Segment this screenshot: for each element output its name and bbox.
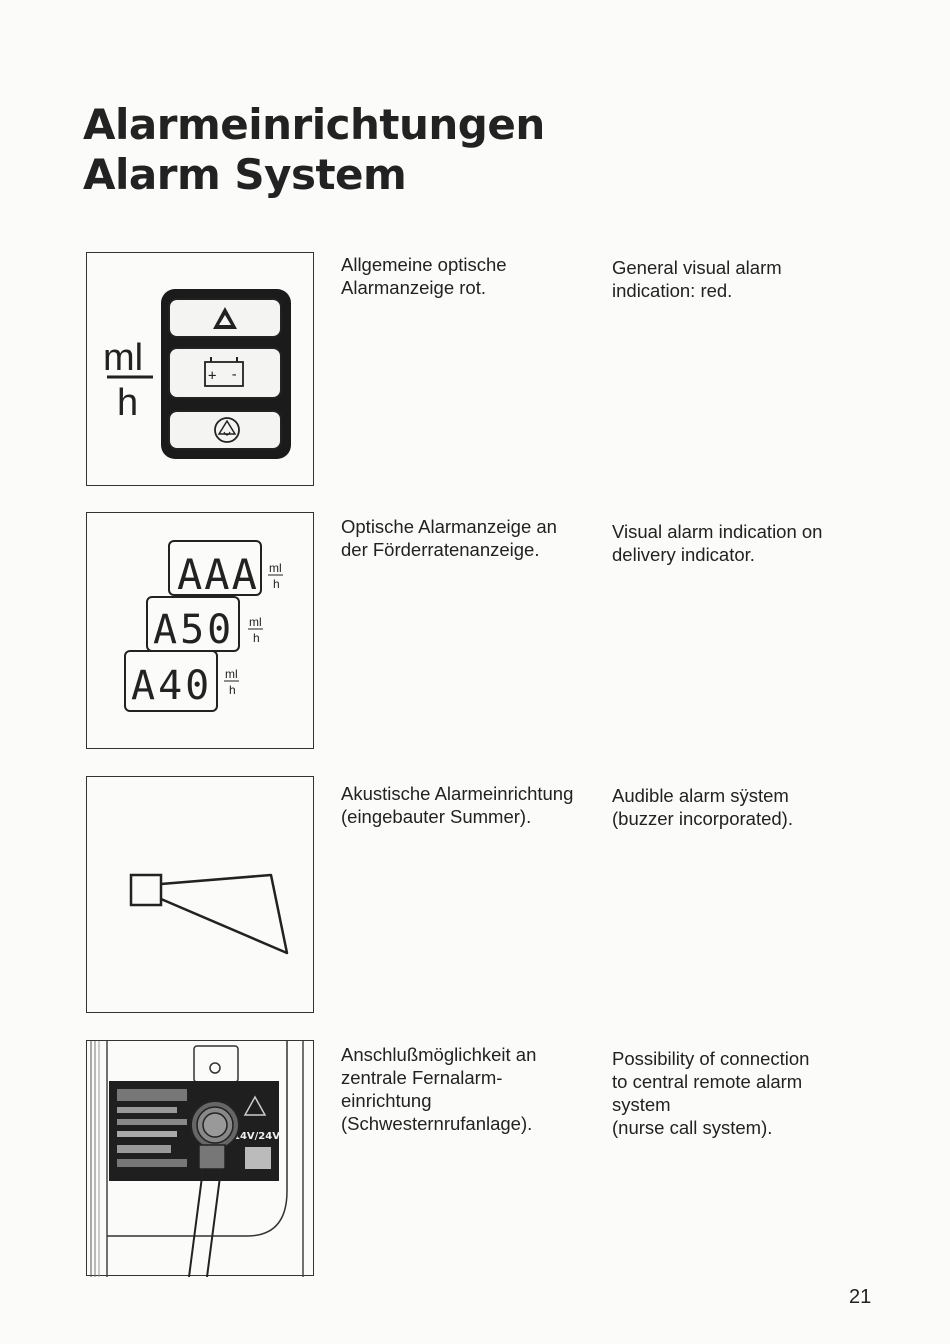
title-german: Alarmeinrichtungen <box>83 100 545 149</box>
figure-delivery-rate-displays: AAA ml h A50 ml h A40 ml h <box>86 512 314 749</box>
lcd-unit-ml: ml <box>249 615 262 629</box>
buzzer-icon <box>214 417 240 443</box>
unit-h-label: h <box>117 382 138 424</box>
lcd-reading-a40: A40 <box>131 663 212 709</box>
section-2-text-en: Visual alarm indication on delivery indi… <box>612 521 823 565</box>
loudspeaker-icon <box>129 873 289 955</box>
section-1-text-de: Allgemeine optische Alarmanzeige rot. <box>341 254 507 298</box>
lcd-unit-h: h <box>273 577 280 591</box>
connector-plug-icon <box>188 1100 240 1277</box>
unit-ml-label: ml <box>103 337 143 379</box>
battery-icon: + - <box>204 357 244 387</box>
section-2-text-de: Optische Alarmanzeige an der Förderraten… <box>341 516 557 560</box>
lcd-display-a40: A40 ml h <box>124 650 239 712</box>
lcd-unit-h: h <box>253 631 260 645</box>
page-title: Alarmeinrichtungen Alarm System <box>83 100 545 200</box>
lcd-unit-ml: ml <box>269 561 282 575</box>
lcd-display-aaa: AAA ml h <box>168 540 283 599</box>
lcd-unit-ml: ml <box>225 667 238 681</box>
battery-plus-sign: + <box>208 368 216 384</box>
lcd-reading-a50: A50 <box>153 607 234 653</box>
section-3-text-en: Audible alarm sÿstem (buzzer incorporate… <box>612 785 793 829</box>
section-1-text-en: General visual alarm indication: red. <box>612 257 782 301</box>
warning-triangle-icon <box>213 307 237 329</box>
section-4-text-en: Possibility of connection to central rem… <box>612 1048 810 1138</box>
figure-nurse-call-connector: 14V/24V <box>86 1040 314 1277</box>
title-english: Alarm System <box>83 150 407 199</box>
figure-audible-alarm <box>86 776 314 1013</box>
lcd-unit-h: h <box>229 683 236 697</box>
page-number: 21 <box>849 1286 872 1308</box>
lcd-reading-aaa: AAA <box>177 550 259 599</box>
section-4-text-de: Anschlußmöglichkeit an zentrale Fernalar… <box>341 1044 537 1134</box>
section-3-text-de: Akustische Alarmeinrichtung (eingebauter… <box>341 783 574 827</box>
battery-minus-sign: - <box>230 367 238 383</box>
voltage-label: 14V/24V <box>233 1131 280 1142</box>
figure-general-alarm-panel: ml h + - <box>86 252 314 486</box>
lcd-display-a50: A50 ml h <box>146 596 263 653</box>
